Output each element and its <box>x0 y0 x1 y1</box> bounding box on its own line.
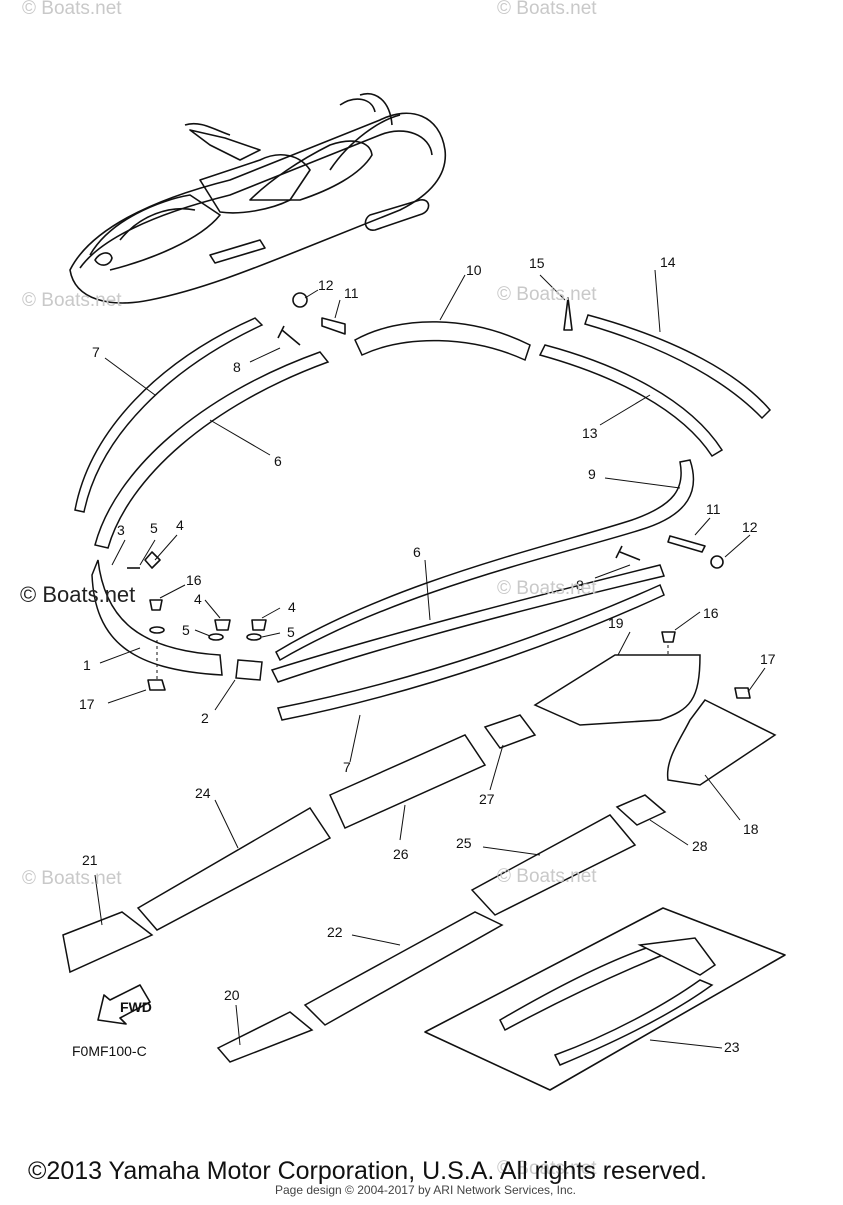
watermark: © Boats.net <box>497 284 597 305</box>
part-10-bracket <box>354 321 531 362</box>
copyright-notice: ©2013 Yamaha Motor Corporation, U.S.A. A… <box>28 1157 707 1185</box>
fasteners <box>127 292 751 699</box>
leader-lines <box>94 269 766 1049</box>
callout: 6 <box>274 453 282 469</box>
part-13-rail <box>538 344 724 458</box>
watercraft-illustration <box>69 93 447 304</box>
rail-strips <box>74 314 772 721</box>
part-28-piece-b <box>553 979 714 1066</box>
part-2-pad <box>235 659 263 681</box>
callout: 3 <box>117 522 125 538</box>
callout: 4 <box>194 591 202 607</box>
part-28-piece-c <box>637 937 717 976</box>
part-22-mat <box>303 911 504 1026</box>
part-27-mat <box>483 714 537 749</box>
page-design-credit: Page design © 2004-2017 by ARI Network S… <box>275 1183 577 1197</box>
part-28-sheet <box>424 907 786 1091</box>
callout: 8 <box>576 577 584 593</box>
part-23-mat <box>136 806 332 931</box>
callout: 1 <box>83 657 91 673</box>
part-18-mat <box>666 699 777 786</box>
callout: 27 <box>479 791 495 807</box>
callout: 11 <box>344 285 359 301</box>
part-20-mat <box>216 1011 314 1063</box>
callout: 7 <box>92 344 100 360</box>
callout: 16 <box>186 572 202 588</box>
callout: 28 <box>692 838 708 854</box>
watermark: © Boats.net <box>22 0 122 19</box>
fwd-arrow-icon: FWD <box>97 984 152 1025</box>
callout: 14 <box>660 254 676 270</box>
watermark: © Boats.net <box>497 0 597 19</box>
callout: 15 <box>529 255 545 271</box>
callout: 5 <box>182 622 190 638</box>
part-7-upper-strip <box>74 317 264 513</box>
watermark-left: © Boats.net <box>20 582 136 607</box>
callout: 10 <box>466 262 482 278</box>
callout: 12 <box>742 519 758 535</box>
callout: 6 <box>413 544 421 560</box>
callout: 9 <box>588 466 596 482</box>
callout: 4 <box>288 599 296 615</box>
callout: 24 <box>195 785 211 801</box>
callout: 16 <box>703 605 719 621</box>
part-1-front-rail <box>91 559 223 676</box>
watermark: © Boats.net <box>22 290 122 311</box>
watermark: © Boats.net <box>497 1158 597 1179</box>
callout: 22 <box>327 924 343 940</box>
watermark: © Boats.net <box>497 578 597 599</box>
watermark: © Boats.net <box>22 868 122 889</box>
callout: 7 <box>343 759 351 775</box>
part-14-rail <box>584 314 772 420</box>
fwd-label: FWD <box>120 999 152 1015</box>
callout: 19 <box>608 615 624 631</box>
callout: 26 <box>393 846 409 862</box>
watermark: © Boats.net <box>497 866 597 887</box>
callout: 8 <box>233 359 241 375</box>
part-9-rear-rail <box>275 459 695 662</box>
part-19-mat <box>533 654 701 726</box>
callout: 17 <box>760 651 776 667</box>
callout: 20 <box>224 987 240 1003</box>
callout: 18 <box>743 821 759 837</box>
part-7-lower-strip <box>277 583 665 721</box>
callout: 13 <box>582 425 598 441</box>
part-25-mat <box>329 734 487 829</box>
callout: 17 <box>79 696 95 712</box>
part-6-upper-rail <box>94 351 330 549</box>
part-24-mat <box>470 814 637 916</box>
callout: 2 <box>201 710 209 726</box>
part-6-lower-rail <box>270 564 665 683</box>
callout: 5 <box>287 624 295 640</box>
part-21-mat <box>62 911 154 974</box>
mats <box>62 654 786 1091</box>
callout: 23 <box>724 1039 740 1055</box>
part-26-mat <box>615 794 667 826</box>
callout: 4 <box>176 517 184 533</box>
callout-numbers: 7 8 11 12 10 15 14 13 6 9 11 12 8 6 1 3 … <box>79 254 776 1055</box>
callout: 11 <box>706 501 721 517</box>
callout: 21 <box>82 852 98 868</box>
callout: 25 <box>456 835 472 851</box>
callout: 5 <box>150 520 158 536</box>
figure-code: F0MF100-C <box>72 1043 147 1059</box>
callout: 12 <box>318 277 334 293</box>
